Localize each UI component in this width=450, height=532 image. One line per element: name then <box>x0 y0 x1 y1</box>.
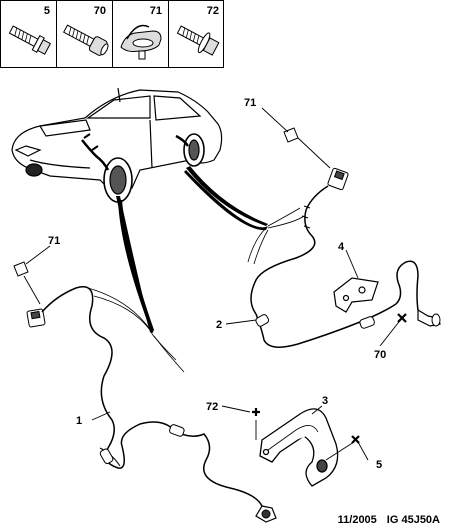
legend-number: 72 <box>206 5 219 17</box>
callout-4: 4 <box>338 241 345 253</box>
callout-5: 5 <box>376 459 382 471</box>
fastener-markers <box>252 313 407 444</box>
callout-71-left: 71 <box>48 235 60 247</box>
callout-71-top: 71 <box>244 97 256 109</box>
legend-cell-70: 70 <box>57 1 113 67</box>
car-illustration <box>11 87 223 203</box>
callout-leaders <box>23 107 403 461</box>
callout-2: 2 <box>216 319 222 331</box>
legend-number: 70 <box>93 5 106 17</box>
bolt-icon <box>8 25 52 55</box>
leader-lines <box>116 166 268 334</box>
sensor-harness-left <box>26 286 277 523</box>
legend-cell-71: 71 <box>113 1 169 67</box>
socket-screw-icon <box>63 24 109 56</box>
reference-code: IG 45J50A <box>386 514 440 526</box>
leader-fan-left <box>87 207 305 373</box>
legend-cell-72: 72 <box>169 1 225 67</box>
callout-72: 72 <box>206 401 218 413</box>
legend-number: 71 <box>149 5 162 17</box>
callout-70: 70 <box>374 349 386 361</box>
legend-cell-5: 5 <box>1 1 57 67</box>
flange-bolt-icon <box>176 25 220 56</box>
callout-3: 3 <box>322 395 328 407</box>
parts-legend: 5 70 71 72 <box>0 0 224 68</box>
sensor-harness-right <box>250 167 441 348</box>
drawing-reference: 11/2005 IG 45J50A <box>328 514 440 526</box>
cable-clip-icon <box>120 24 162 60</box>
cable-clip-left <box>13 261 29 277</box>
callout-1: 1 <box>76 415 82 427</box>
reference-date: 11/2005 <box>337 514 377 526</box>
bracket-part-4 <box>333 277 379 313</box>
bracket-part-3 <box>259 408 339 487</box>
legend-number: 5 <box>43 5 50 17</box>
